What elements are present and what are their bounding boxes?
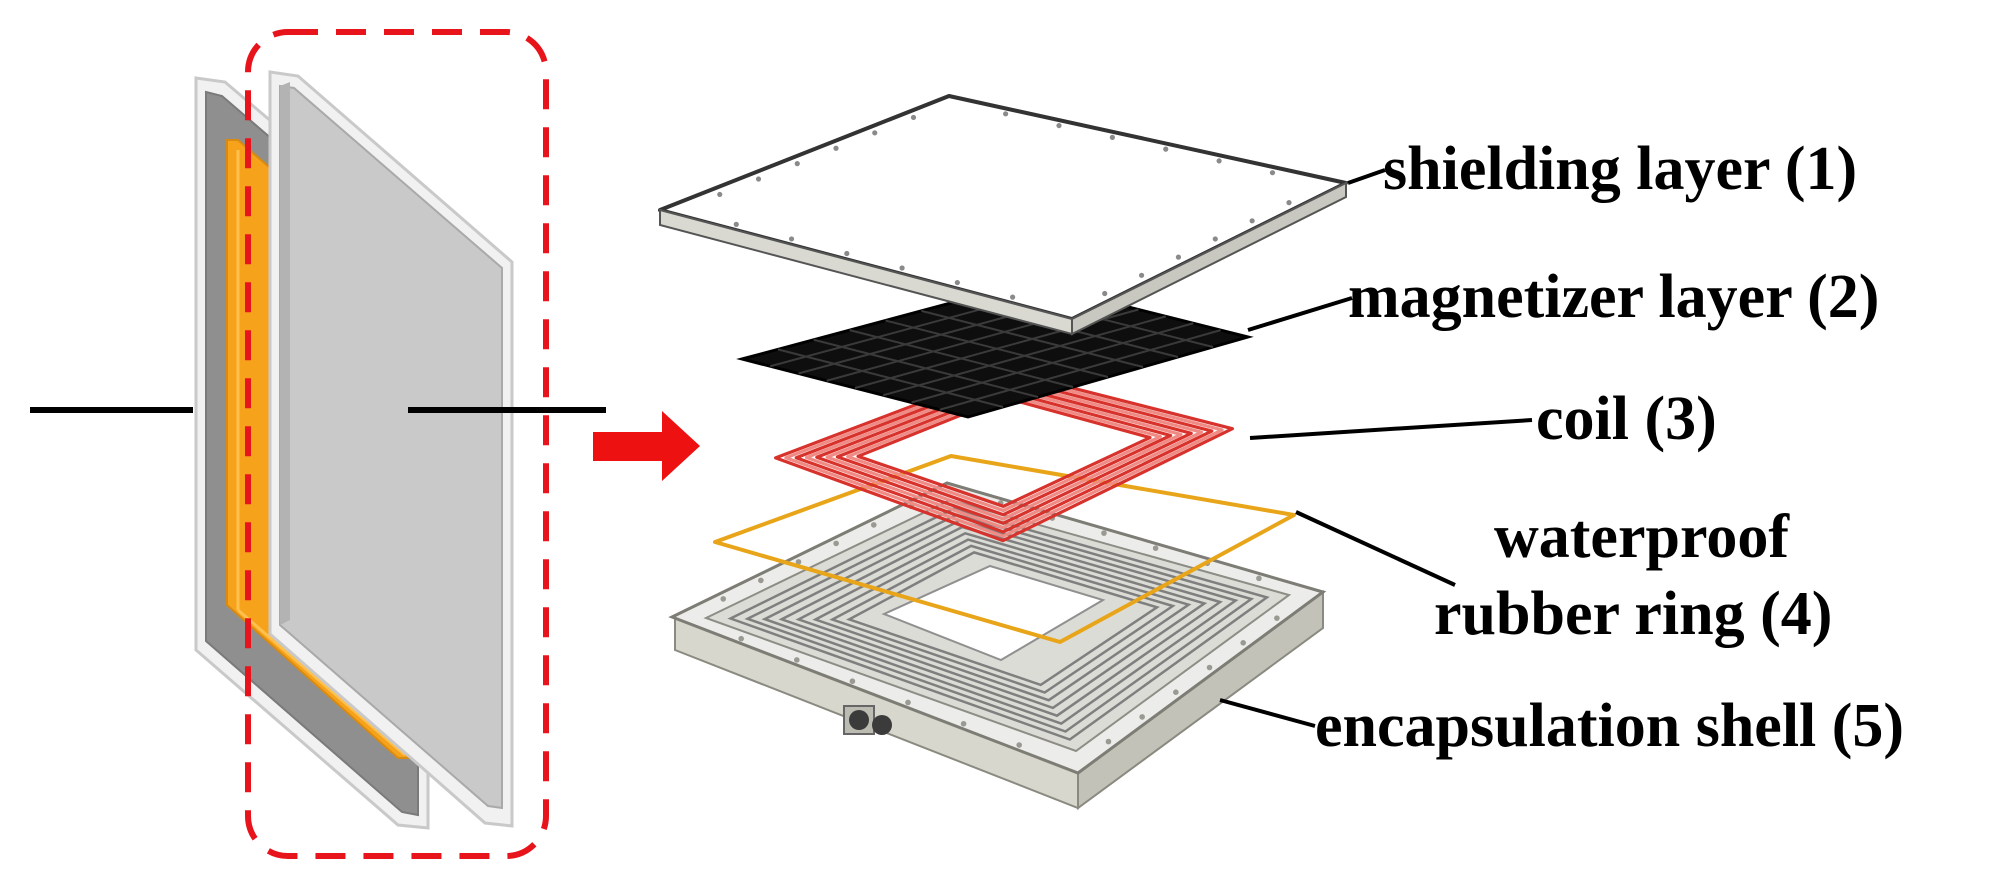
shell-screw-holes [720,500,1280,748]
shielding-screw-hole [1212,236,1218,242]
shell-groove [812,538,1192,702]
shielding-layer [658,94,1348,336]
shell-screw-hole [1152,545,1159,551]
exploded-view [658,94,1533,810]
shell-screw-hole [1274,615,1280,621]
shielding-screw-hole [1216,158,1222,164]
shielding-screw-hole [1138,272,1145,278]
shell-screw-hole [1240,640,1247,646]
label-waterproof-line2: rubber ring (4) [1434,580,1833,648]
shell-center-pocket [881,564,1106,662]
shielding-screw-hole [788,236,795,242]
shell-groove [846,551,1160,687]
coil-turn [856,396,1152,508]
shielding-screw-hole [1109,134,1115,140]
shielding-screw-hole [755,176,762,182]
shielding-screw-hole [844,250,850,257]
shell-screw-hole [1173,689,1179,695]
shell-connectors [843,705,892,735]
shielding-screw-hole [954,279,960,286]
shielding-screw-hole [1286,200,1292,206]
shielding-screw-hole [1175,254,1182,260]
shielding-screw-hole [733,221,739,227]
shielding-screw-hole [1249,218,1255,224]
shell-grooves [727,507,1270,741]
shell-screw-hole [758,577,764,584]
shell-groove [761,519,1239,725]
shielding-screw-hole [872,130,878,136]
shell-screw-hole [870,522,877,528]
shell-groove [829,544,1176,694]
shell-groove [744,513,1255,733]
shielding-screw-hole [1102,290,1108,297]
shell-screw-hole [1256,575,1262,582]
magnetizer-grid-line [882,315,1167,397]
shielding-screw-hole [833,145,839,151]
shielding-screw-hole [910,114,917,121]
leader-magnetizer [1247,296,1353,332]
encapsulation-shell [668,481,1327,810]
coil-turn [846,392,1162,513]
label-coil: coil (3) [1536,385,1717,453]
shell-screw-hole [1105,738,1112,745]
shielding-screw-hole [1003,111,1009,117]
leader-encapsulation [1219,698,1316,728]
shielding-screw-hole [899,265,905,271]
leader-rubber-ring [1295,510,1456,587]
shielding-screw-holes [717,111,1292,300]
shielding-screw-hole [717,191,723,198]
leader-shielding [1347,168,1386,185]
shell-groove [727,507,1270,741]
shell-screw-hole [960,720,967,727]
magnetizer-grid-line [911,322,1194,404]
label-magnetizer-layer: magnetizer layer (2) [1348,263,1880,331]
expand-arrow [593,411,700,481]
shielding-screw-hole [1056,122,1062,129]
highlight-box [245,29,549,859]
shell-screw-hole [1139,714,1145,720]
shell-screw-hole [738,635,745,642]
shell-screw-hole [720,596,727,602]
label-shielding-layer: shielding layer (1) [1383,135,1858,203]
shell-screw-hole [794,657,800,663]
leader-coil [1249,418,1533,440]
label-waterproof-line1: waterproof [1494,503,1789,571]
shielding-screw-hole [1269,170,1276,176]
shell-screw-hole [1206,664,1213,671]
shell-screw-hole [1016,742,1022,748]
magnetizer-grid-line [939,329,1221,411]
shell-screw-hole [833,540,839,547]
shell-groove [778,525,1223,718]
shell-screw-hole [795,559,802,565]
shielding-screw-hole [794,161,800,167]
shielding-screw-hole [1010,294,1016,300]
shielding-screw-hole [1163,146,1169,152]
label-encapsulation-shell: encapsulation shell (5) [1315,692,1905,760]
side-view-assembly [30,29,700,859]
shell-screw-hole [1101,530,1107,536]
shell-groove [795,531,1208,710]
shell-screw-hole [905,699,911,706]
leader-lines [1219,168,1533,728]
shell-screw-hole [849,678,856,685]
